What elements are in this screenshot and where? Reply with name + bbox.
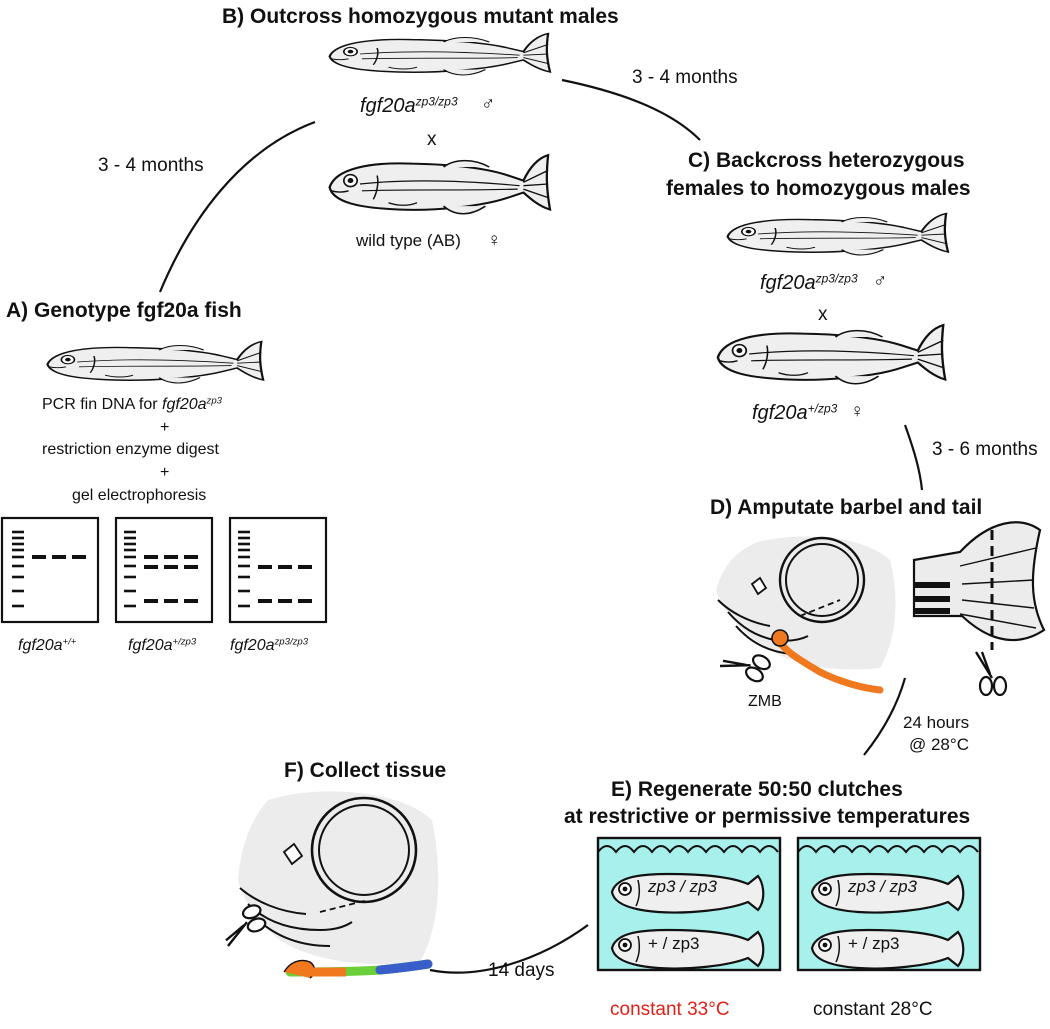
plus-sign: + xyxy=(160,464,170,481)
temp-28c-label: constant 28°C xyxy=(813,999,933,1020)
gel-label-heterozygous: fgf20a+/zp3 xyxy=(128,636,197,654)
duration-a-to-b: 3 - 4 months xyxy=(98,155,204,176)
zebrafish-female-icon xyxy=(716,323,947,385)
step-a-electrophoresis: gel electrophoresis xyxy=(72,487,207,504)
arc-a-to-b xyxy=(158,120,316,293)
step-d-title: D) Amputate barbel and tail xyxy=(710,496,983,519)
step-b-title: B) Outcross homozygous mutant males xyxy=(222,5,619,28)
tank-fish-label: zp3 / zp3 xyxy=(648,877,717,896)
step-c-title-line1: C) Backcross heterozygous xyxy=(688,149,965,172)
temp-33c-label: constant 33°C xyxy=(610,999,730,1020)
step-b-female-label: wild type (AB) xyxy=(356,231,461,250)
step-c-male-genotype: fgf20azp3/zp3 xyxy=(760,271,858,294)
step-c-title-line2: females to homozygous males xyxy=(666,177,971,200)
duration-d-to-e-line2: @ 28°C xyxy=(909,735,969,754)
zmb-label: ZMB xyxy=(748,693,782,710)
fish-head-collect xyxy=(216,791,439,979)
arc-e-to-f xyxy=(429,924,589,974)
fish-head-amputation xyxy=(716,536,896,694)
zebrafish-male-icon xyxy=(726,212,950,257)
gel-label-homozygous: fgf20azp3/zp3 xyxy=(230,636,309,654)
arc-d-to-e xyxy=(863,677,907,756)
step-e-title-line1: E) Regenerate 50:50 clutches xyxy=(611,778,903,801)
gel-homozygous xyxy=(228,516,328,624)
step-b-male-genotype: fgf20azp3/zp3 xyxy=(360,94,458,117)
cross-symbol: x xyxy=(818,304,828,325)
step-a-pcr-line: PCR fin DNA for fgf20azp3 xyxy=(42,395,222,413)
male-symbol: ♂ xyxy=(873,271,888,292)
duration-c-to-d: 3 - 6 months xyxy=(932,439,1038,460)
step-c-female-genotype: fgf20a+/zp3 xyxy=(752,401,838,424)
arc-c-to-d xyxy=(903,424,924,491)
duration-d-to-e-line1: 24 hours xyxy=(903,713,970,732)
duration-e-to-f: 14 days xyxy=(488,960,555,981)
zebrafish-icon xyxy=(46,340,265,385)
male-symbol: ♂ xyxy=(481,94,496,115)
cross-symbol: x xyxy=(427,129,437,150)
tank-fish-label: + / zp3 xyxy=(848,934,900,953)
fish-tail-amputation xyxy=(912,521,1046,697)
tank-fish-label: zp3 / zp3 xyxy=(848,877,917,896)
female-symbol: ♀ xyxy=(487,230,502,251)
step-a-title: A) Genotype fgf20a fish xyxy=(6,299,242,322)
tank-fish-label: + / zp3 xyxy=(648,934,700,953)
tank-33c xyxy=(596,836,782,972)
gel-label-wild-type: fgf20a+/+ xyxy=(18,636,77,654)
tank-28c xyxy=(796,836,982,972)
zebrafish-female-icon xyxy=(328,153,552,215)
zebrafish-male-icon xyxy=(328,32,552,77)
duration-b-to-c: 3 - 4 months xyxy=(632,67,738,88)
step-f-title: F) Collect tissue xyxy=(284,759,447,782)
step-a-digest: restriction enzyme digest xyxy=(42,441,219,458)
gel-heterozygous xyxy=(114,516,214,624)
female-symbol: ♀ xyxy=(850,401,865,422)
arc-b-to-c xyxy=(561,78,701,141)
gel-wild-type xyxy=(0,516,100,624)
step-e-title-line2: at restrictive or permissive temperature… xyxy=(564,805,971,828)
plus-sign: + xyxy=(160,419,170,436)
